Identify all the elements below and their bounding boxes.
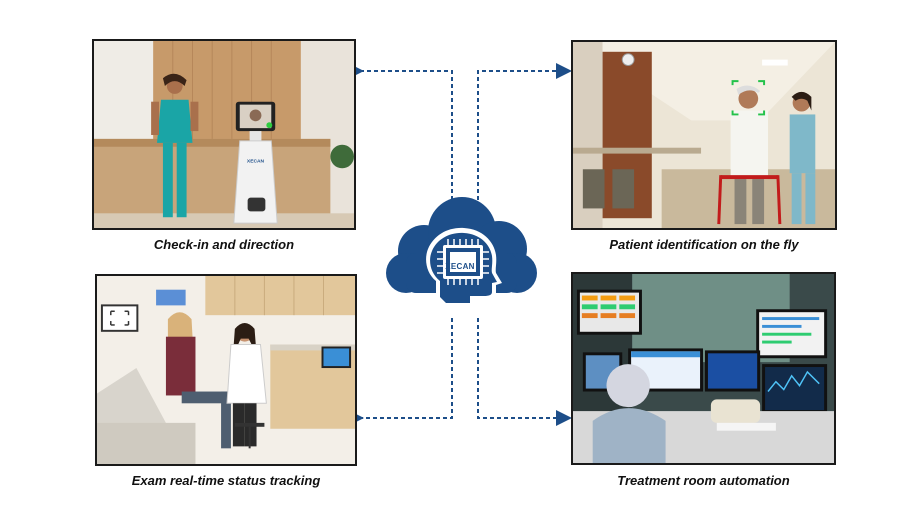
hub-label: XECAN bbox=[445, 262, 475, 271]
caption-treatment-room: Treatment room automation bbox=[617, 473, 790, 488]
connector-bottom-right bbox=[477, 318, 572, 426]
caption-checkin: Check-in and direction bbox=[153, 237, 295, 252]
exam-room-photo bbox=[95, 274, 357, 466]
caption-patient-id: Patient identification on the fly bbox=[609, 237, 799, 252]
caption-exam-status: Exam real-time status tracking bbox=[131, 473, 321, 488]
treatment-room-photo bbox=[571, 272, 836, 465]
connector-bottom-left bbox=[348, 318, 453, 426]
patient-id-photo bbox=[571, 40, 837, 230]
svg-text:XECAN: XECAN bbox=[247, 158, 265, 164]
connector-top-right bbox=[477, 63, 572, 200]
checkin-photo: XECAN bbox=[92, 39, 356, 230]
connector-top-left bbox=[348, 63, 453, 200]
cloud-brain-icon bbox=[386, 197, 537, 307]
